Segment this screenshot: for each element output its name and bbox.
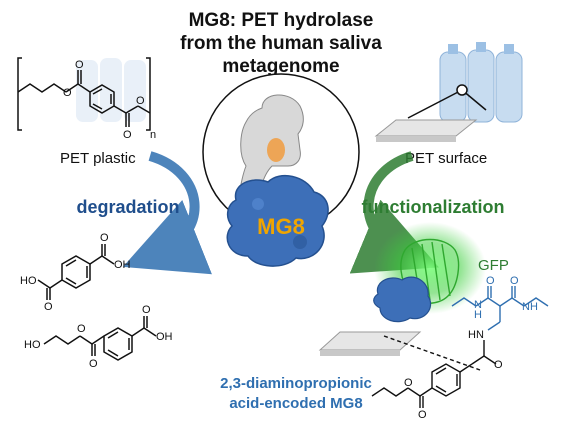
dap-n-1: N bbox=[474, 299, 482, 311]
dap-hn: HN bbox=[468, 329, 484, 341]
mhet-ho: HO bbox=[24, 339, 41, 351]
pet-surface-slab bbox=[374, 119, 478, 137]
title-line-2: from the human saliva bbox=[180, 33, 382, 54]
dap-nh: NH bbox=[522, 301, 538, 313]
pet-o-carbonyl-1: O bbox=[75, 59, 84, 71]
pet-surface-label: PET surface bbox=[405, 150, 487, 167]
dap-o-1: O bbox=[486, 275, 495, 287]
pet-o-ester-1: O bbox=[63, 87, 72, 99]
mg8-enzyme-structure bbox=[226, 174, 329, 267]
gfp-label: GFP bbox=[478, 257, 509, 274]
linker-o-2: O bbox=[418, 409, 427, 421]
title: MG8: PET hydrolase from the human saliva… bbox=[180, 10, 382, 77]
terephthalic-acid-structure bbox=[37, 244, 115, 300]
title-line-1: MG8: PET hydrolase bbox=[189, 10, 374, 31]
mhet-o-ester: O bbox=[77, 323, 86, 335]
pet-o-carbonyl-2: O bbox=[123, 129, 132, 141]
functionalization-label: functionalization bbox=[362, 197, 505, 217]
tpa-ho-1: HO bbox=[20, 275, 37, 287]
pet-o-ester-2: O bbox=[136, 95, 145, 107]
pet-plastic-label: PET plastic bbox=[60, 150, 136, 167]
mg8-enzyme-label: MG8 bbox=[257, 214, 305, 239]
mhet-o-carbonyl: O bbox=[89, 358, 98, 370]
mhet-structure bbox=[43, 316, 157, 361]
water-bottles-icon bbox=[439, 42, 523, 123]
dap-caption-line-1: 2,3-diaminopropionic bbox=[220, 375, 372, 392]
linker-o-3: O bbox=[404, 377, 413, 389]
tpa-o-1: O bbox=[100, 232, 109, 244]
mg8-small-enzyme-structure bbox=[373, 276, 432, 323]
title-line-3: metagenome bbox=[222, 56, 339, 77]
pet-polymer-structure bbox=[17, 57, 151, 131]
linker-pet-fragment-structure bbox=[371, 340, 497, 408]
dap-n-h-1: H bbox=[474, 309, 482, 321]
tpa-oh-1: OH bbox=[114, 259, 131, 271]
dap-caption-line-2: acid-encoded MG8 bbox=[229, 395, 362, 412]
tpa-o-2: O bbox=[44, 301, 53, 313]
linker-o-1: O bbox=[494, 359, 503, 371]
dap-o-2: O bbox=[510, 275, 519, 287]
mhet-oh: OH bbox=[156, 331, 173, 343]
functionalized-surface-slab bbox=[318, 331, 422, 351]
mhet-o-acid: O bbox=[142, 304, 151, 316]
dap-peptide-structure bbox=[451, 286, 549, 331]
linker-connection-line bbox=[383, 335, 481, 371]
pet-repeat-n: n bbox=[150, 129, 156, 141]
degradation-arrow-icon bbox=[122, 151, 213, 275]
degradation-label: degradation bbox=[76, 197, 179, 217]
pet-surface-diagram bbox=[407, 84, 487, 119]
